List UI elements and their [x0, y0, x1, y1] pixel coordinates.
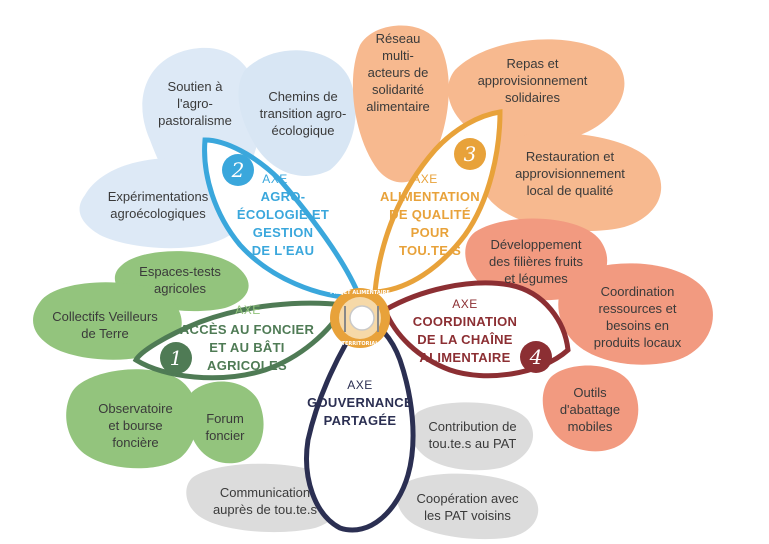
axis-gov-prefix: AXE	[347, 378, 373, 392]
action-repas-solidaires: Repas et approvisionnement solidaires	[477, 56, 588, 105]
action-contribution-pat: Contribution de tou.te.s au PAT	[428, 419, 517, 451]
leaf-orange-restauration	[479, 133, 662, 232]
leaf-grey-contribution	[410, 402, 534, 471]
action-chemins-transition: Chemins de transition agro- écologique	[259, 89, 347, 138]
action-cooperation-pat: Coopération avec les PAT voisins	[416, 491, 519, 523]
axis-gov-title: GOUVERNANCE PARTAGÉE	[307, 395, 413, 428]
action-communication: Communication auprès de tou.te.s	[212, 485, 318, 517]
axis-1-title: ACCÈS AU FONCIER ET AU BÂTI AGRICOLES	[179, 322, 315, 373]
axis-4-title: COORDINATION DE LA CHAÎNE ALIMENTAIRE	[412, 314, 518, 365]
action-filieres-fruits: Développement des filières fruits et lég…	[489, 237, 583, 286]
leaf-orange-reseau	[352, 25, 449, 183]
leaf-green-forum	[187, 381, 264, 464]
axis-4-number: 4	[529, 345, 543, 369]
axis-3-prefix: AXE	[412, 172, 438, 186]
axis-2-number: 2	[231, 158, 245, 182]
action-forum-foncier: Forum foncier	[205, 411, 245, 443]
axis-3-title: ALIMENTATION DE QUALITÉ POUR TOU.TE.S	[380, 189, 480, 258]
action-espaces-tests: Espaces-tests agricoles	[139, 264, 221, 296]
logo-text-top: PROJET ALIMENTAIRE	[330, 290, 390, 296]
logo-text-bottom: TERRITORIAL	[341, 341, 379, 347]
action-abattage-mobiles: Outils d'abattage mobiles	[559, 385, 621, 434]
action-experimentations: Expérimentations agroécologiques	[107, 189, 209, 221]
plate-icon	[349, 305, 375, 331]
leaf-red-outils	[542, 365, 639, 452]
leaf-red-coordination	[558, 263, 713, 365]
axis-2-title: AGRO- ÉCOLOGIE ET GESTION DE L'EAU	[236, 189, 330, 258]
leaf-blue-chemins	[238, 50, 356, 176]
leaf-grey-communication	[186, 463, 343, 533]
badge-axis-2	[222, 154, 254, 186]
action-reseau-solidarite: Réseau multi- acteurs de solidarité alim…	[366, 31, 430, 114]
action-collectifs-veilleurs: Collectifs Veilleurs de Terre	[52, 309, 158, 341]
action-observatoire: Observatoire et bourse foncière	[98, 401, 173, 450]
badge-axis-4	[520, 341, 552, 373]
leaf-green-collectifs	[33, 282, 182, 360]
axis-2-prefix: AXE	[262, 172, 288, 186]
axis-1-prefix: AXE	[235, 303, 261, 317]
leaf-green-observatoire	[66, 369, 198, 469]
leaf-blue-experimentations	[79, 158, 246, 249]
action-restauration-locale: Restauration et approvisionnement local …	[515, 149, 625, 198]
axis-4-prefix: AXE	[452, 297, 478, 311]
axis-3-number: 3	[463, 142, 477, 166]
badge-axis-1	[160, 342, 192, 374]
action-agropastoralisme: Soutien à l'agro- pastoralisme	[158, 79, 232, 128]
leaf-grey-cooperation	[396, 473, 539, 540]
axis-1-number: 1	[169, 346, 183, 370]
badge-axis-3	[454, 138, 486, 170]
action-coordination-ressources: Coordination ressources et besoins en pr…	[593, 284, 682, 350]
petal-axis-gov	[304, 315, 416, 533]
